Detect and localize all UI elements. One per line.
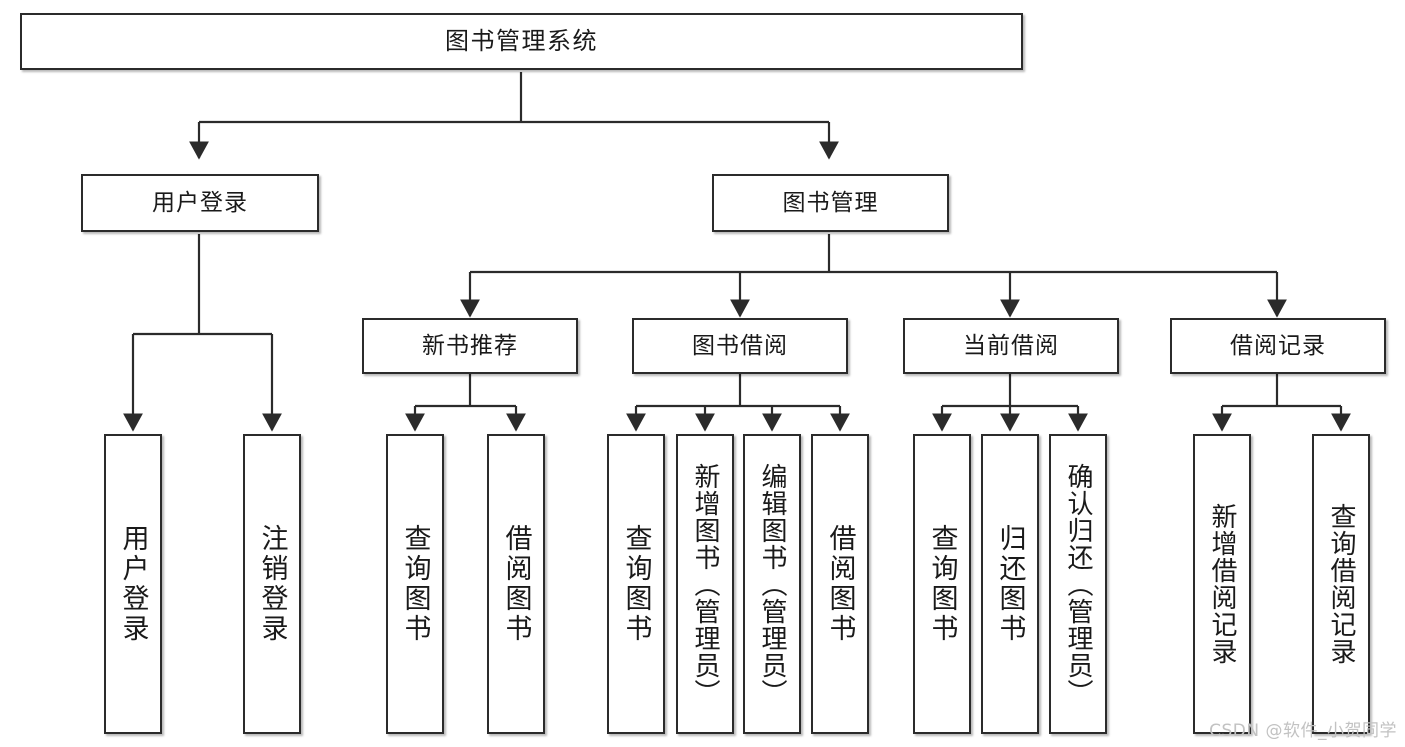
node-root[interactable]: 图书管理系统 [20,13,1023,70]
leaf-record-query-record-label: 查询借阅记录 [1326,503,1356,665]
leaf-recommend-borrow-book-label: 借阅图书 [500,524,532,644]
leaf-current-query-book[interactable]: 查询图书 [913,434,971,734]
node-book-management-label: 图书管理 [782,189,879,216]
leaf-recommend-borrow-book[interactable]: 借阅图书 [487,434,545,734]
leaf-borrow-borrow-book[interactable]: 借阅图书 [811,434,869,734]
leaf-borrow-query-book-label: 查询图书 [620,524,652,644]
node-new-book-recommend-label: 新书推荐 [422,332,518,359]
leaf-current-query-book-label: 查询图书 [926,524,958,644]
leaf-user-login-login-label: 用户登录 [117,524,149,644]
leaf-recommend-query-book-label: 查询图书 [399,524,431,644]
leaf-borrow-add-book-admin-label: 新增图书（管理员） [690,462,720,706]
leaf-borrow-edit-book-admin[interactable]: 编辑图书（管理员） [743,434,801,734]
leaf-borrow-edit-book-admin-label: 编辑图书（管理员） [757,462,787,706]
node-book-borrow[interactable]: 图书借阅 [632,318,848,374]
leaf-user-login-logout[interactable]: 注销登录 [243,434,301,734]
node-root-label: 图书管理系统 [445,26,598,55]
node-current-borrow[interactable]: 当前借阅 [903,318,1119,374]
leaf-borrow-borrow-book-label: 借阅图书 [824,524,856,644]
leaf-current-confirm-return-admin[interactable]: 确认归还（管理员） [1049,434,1107,734]
node-user-login[interactable]: 用户登录 [81,174,319,232]
node-current-borrow-label: 当前借阅 [963,332,1059,359]
leaf-user-login-login[interactable]: 用户登录 [104,434,162,734]
leaf-current-return-book[interactable]: 归还图书 [981,434,1039,734]
leaf-borrow-add-book-admin[interactable]: 新增图书（管理员） [676,434,734,734]
leaf-user-login-logout-label: 注销登录 [256,524,288,644]
leaf-record-add-record-label: 新增借阅记录 [1207,503,1237,665]
leaf-borrow-query-book[interactable]: 查询图书 [607,434,665,734]
leaf-recommend-query-book[interactable]: 查询图书 [386,434,444,734]
node-book-management[interactable]: 图书管理 [712,174,949,232]
leaf-record-query-record[interactable]: 查询借阅记录 [1312,434,1370,734]
leaf-current-confirm-return-admin-label: 确认归还（管理员） [1063,462,1093,706]
watermark: CSDN @软件_小贺同学 [1209,721,1397,741]
leaf-current-return-book-label: 归还图书 [994,524,1026,644]
node-user-login-label: 用户登录 [152,189,248,216]
node-book-borrow-label: 图书借阅 [692,332,788,359]
leaf-record-add-record[interactable]: 新增借阅记录 [1193,434,1251,734]
node-new-book-recommend[interactable]: 新书推荐 [362,318,578,374]
node-borrow-record[interactable]: 借阅记录 [1170,318,1386,374]
node-borrow-record-label: 借阅记录 [1230,332,1326,359]
